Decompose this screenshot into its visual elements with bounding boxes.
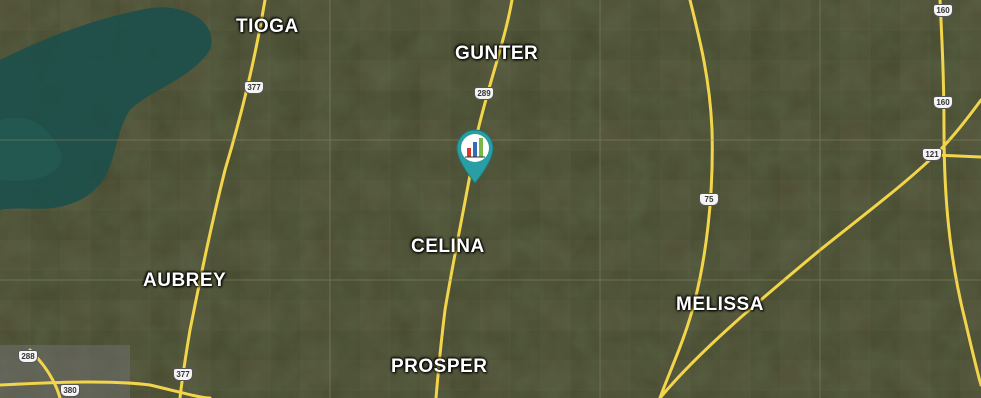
city-label-aubrey: AUBREY <box>143 270 227 291</box>
highway-shield-288: 288 <box>18 350 38 363</box>
location-marker[interactable] <box>455 128 495 184</box>
city-label-gunter: GUNTER <box>455 43 539 64</box>
highway-shield-289: 289 <box>474 87 494 100</box>
highway-shield-380: 380 <box>60 384 80 397</box>
city-label-prosper: PROSPER <box>391 356 488 377</box>
bar-chart-icon <box>456 129 494 184</box>
highway-shield-377-north: 377 <box>244 81 264 94</box>
city-label-tioga: TIOGA <box>236 16 299 37</box>
highway-shield-160-top: 160 <box>933 4 953 17</box>
city-label-celina: CELINA <box>411 236 485 257</box>
city-label-melissa: MELISSA <box>676 294 764 315</box>
highway-shield-121: 121 <box>922 148 942 161</box>
highway-shield-377-south: 377 <box>173 368 193 381</box>
highway-shield-75: 75 <box>699 193 719 206</box>
highway-shield-160-mid: 160 <box>933 96 953 109</box>
